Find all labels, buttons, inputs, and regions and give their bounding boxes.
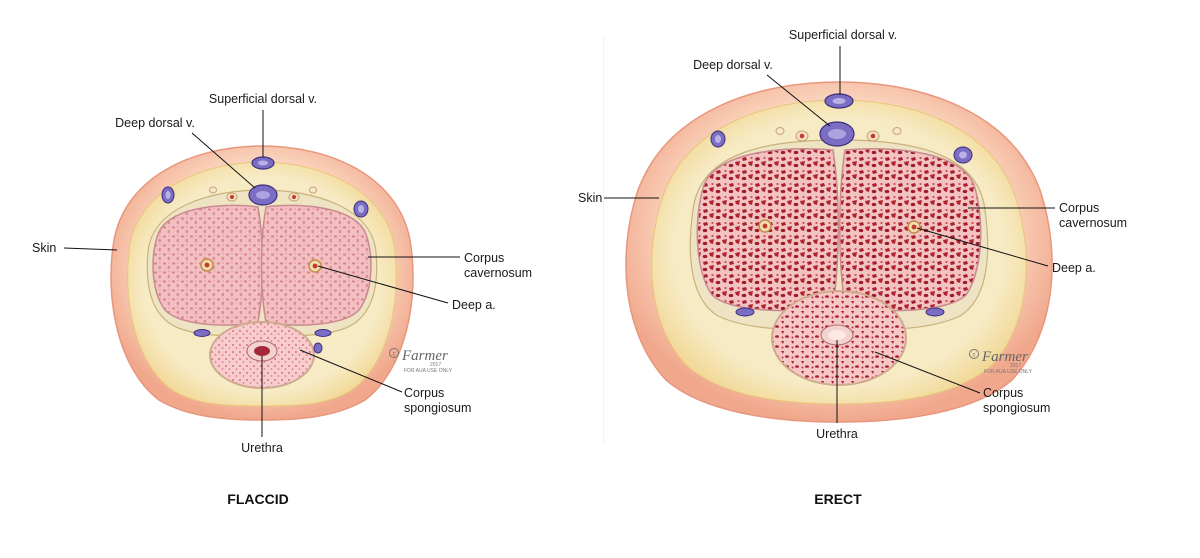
erect-label-corpus-cavernosum-2: cavernosum <box>1059 216 1127 230</box>
svg-text:Farmer: Farmer <box>981 349 1028 365</box>
svg-text:FOR AUA USE ONLY: FOR AUA USE ONLY <box>984 369 1033 375</box>
flaccid-label-corpus-spongiosum-2: spongiosum <box>404 401 471 415</box>
erect-signature: c Farmer 2017 FOR AUA USE ONLY <box>969 349 1033 375</box>
flaccid-panel: Superficial dorsal v. Deep dorsal v. Ski… <box>32 92 532 507</box>
erect-label-corpus-cavernosum-1: Corpus <box>1059 201 1099 215</box>
svg-text:c: c <box>973 353 976 359</box>
erect-label-deep-dorsal-v: Deep dorsal v. <box>693 58 773 72</box>
erect-label-deep-a: Deep a. <box>1052 261 1096 275</box>
erect-panel: Superficial dorsal v. Deep dorsal v. Ski… <box>578 28 1127 507</box>
svg-text:FOR AUA USE ONLY: FOR AUA USE ONLY <box>404 368 453 374</box>
flaccid-label-skin: Skin <box>32 241 56 255</box>
flaccid-label-corpus-cavernosum-1: Corpus <box>464 251 504 265</box>
svg-text:c: c <box>393 352 396 358</box>
flaccid-label-deep-a: Deep a. <box>452 298 496 312</box>
flaccid-label-corpus-cavernosum-2: cavernosum <box>464 266 532 280</box>
flaccid-label-corpus-spongiosum-1: Corpus <box>404 386 444 400</box>
flaccid-label-urethra: Urethra <box>241 441 283 455</box>
flaccid-title: FLACCID <box>227 491 288 507</box>
svg-text:2017: 2017 <box>1010 363 1021 369</box>
erect-label-skin: Skin <box>578 191 602 205</box>
svg-text:2017: 2017 <box>430 362 441 368</box>
flaccid-signature: c Farmer 2017 FOR AUA USE ONLY <box>389 348 453 374</box>
svg-text:Farmer: Farmer <box>401 348 448 364</box>
erect-label-corpus-spongiosum-1: Corpus <box>983 386 1023 400</box>
flaccid-label-deep-dorsal-v: Deep dorsal v. <box>115 116 195 130</box>
erect-title: ERECT <box>814 491 862 507</box>
erect-label-superficial-dorsal-v: Superficial dorsal v. <box>789 28 897 42</box>
erect-label-corpus-spongiosum-2: spongiosum <box>983 401 1050 415</box>
erect-label-urethra: Urethra <box>816 427 858 441</box>
flaccid-label-superficial-dorsal-v: Superficial dorsal v. <box>209 92 317 106</box>
